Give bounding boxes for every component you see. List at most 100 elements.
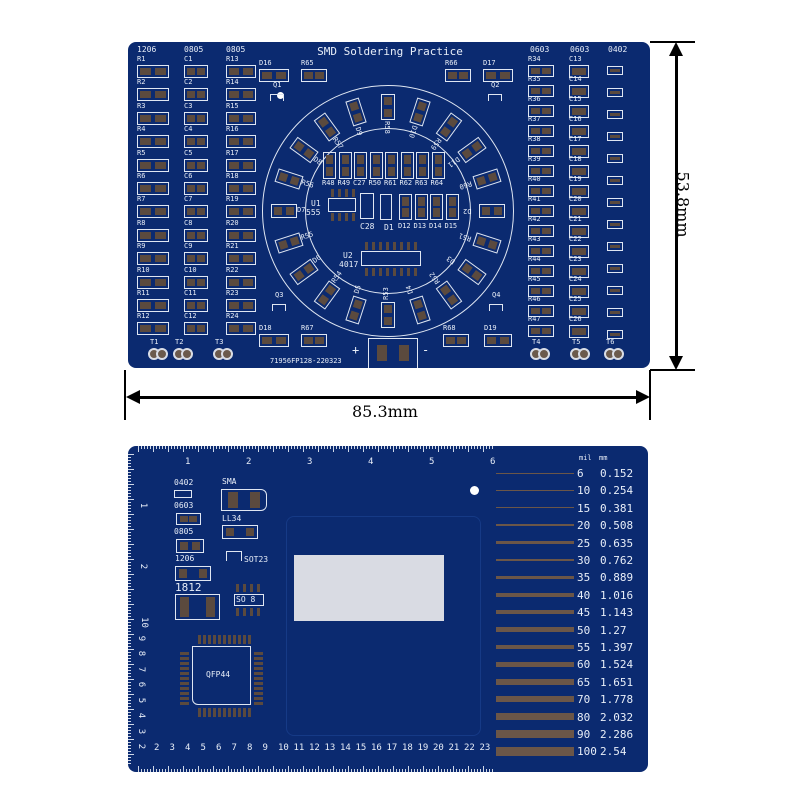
component-pad — [226, 65, 256, 78]
pad-copper — [304, 337, 313, 344]
row-mm: 1.143 — [600, 606, 634, 620]
pad-copper — [140, 161, 151, 169]
pad-copper — [461, 147, 473, 159]
component-pad — [569, 125, 589, 138]
ruler-tick — [369, 446, 370, 449]
arrow-left-icon — [126, 390, 140, 404]
pad-copper — [614, 201, 620, 204]
ruler-tick — [321, 446, 322, 449]
ruler-left-mm-label: 9 — [136, 635, 147, 641]
ruler-tick — [264, 446, 265, 449]
ruler-tick — [198, 446, 199, 452]
ruler-tick — [402, 769, 403, 772]
ruler-tick — [276, 446, 277, 449]
ruler-tick — [128, 742, 131, 743]
u2-lead — [365, 268, 368, 276]
qfp-lead — [254, 702, 263, 705]
ruler-tick — [438, 446, 439, 452]
ruler-tick — [128, 733, 131, 734]
ruler-tick — [267, 446, 268, 449]
component-pad — [184, 322, 208, 336]
ruler-tick — [219, 769, 220, 772]
ruler-tick — [128, 535, 131, 536]
pad-copper — [348, 101, 360, 112]
qfp-lead — [218, 635, 221, 644]
pad-copper — [542, 188, 551, 194]
component-label: C6 — [184, 172, 193, 180]
component-pad — [137, 299, 169, 312]
ruler-tick — [128, 532, 131, 533]
ruler-tick — [128, 553, 131, 554]
terminal-label: T1 — [150, 338, 159, 346]
inner-ring-outline — [305, 128, 471, 294]
u2-lead — [407, 268, 410, 276]
component-pad — [137, 111, 169, 125]
ruler-tick — [183, 766, 184, 772]
ruler-tick — [393, 446, 394, 452]
pad-copper — [579, 68, 586, 75]
ruler-tick — [381, 769, 382, 772]
ruler-tick — [128, 646, 131, 647]
row-mil: 10 — [577, 484, 591, 498]
r68-label: R68 — [443, 324, 456, 332]
battery-pads — [368, 338, 418, 368]
ruler-top-label: 3 — [307, 457, 313, 467]
component-label: R43 — [528, 235, 541, 243]
pad-copper — [187, 91, 195, 99]
ruler-tick — [128, 514, 134, 515]
height-label: 53.8mm — [673, 171, 693, 238]
c28-label: C28 — [360, 222, 375, 231]
ruler-tick — [128, 637, 131, 638]
pad-copper — [440, 284, 452, 296]
ruler-bottom-label: 13 — [324, 743, 336, 753]
ruler-tick — [354, 446, 355, 449]
component-label: R13 — [226, 55, 239, 63]
pad-0402 — [607, 220, 623, 229]
so8-outline — [234, 594, 264, 606]
ruler-tick — [249, 769, 250, 772]
q4-label: Q4 — [492, 291, 501, 299]
header-mm: mm — [599, 454, 608, 462]
ruler-tick — [219, 446, 220, 449]
component-pad — [528, 125, 554, 137]
component-pad — [137, 205, 169, 219]
pad-0402 — [607, 330, 623, 339]
ruler-tick — [435, 446, 436, 449]
pad-copper — [187, 302, 195, 309]
qfp-lead — [254, 672, 263, 675]
ruler-tick — [225, 446, 226, 449]
pad-copper — [500, 72, 510, 79]
ruler-tick — [128, 658, 131, 659]
pkg-1812: 1812 — [175, 581, 202, 594]
component-label: R35 — [528, 75, 541, 83]
component-pad — [528, 225, 554, 237]
ruler-tick — [128, 583, 131, 584]
pad-0402 — [607, 198, 623, 207]
ruler-tick — [128, 493, 131, 494]
component-label: C11 — [184, 289, 197, 297]
ruler-tick — [441, 769, 442, 772]
component-pad — [137, 135, 169, 149]
ruler-tick — [312, 769, 313, 772]
terminal-label: T5 — [572, 338, 581, 346]
ruler-tick — [246, 446, 247, 449]
u2-lead — [372, 242, 375, 250]
ruler-tick — [128, 523, 131, 524]
qfp-lead — [254, 652, 263, 655]
row-mil: 65 — [577, 675, 591, 689]
qfp-lead — [213, 708, 216, 717]
ruler-tick — [363, 446, 364, 452]
pad-copper — [531, 148, 540, 154]
ruler-tick — [318, 766, 319, 772]
ruler-tick — [231, 769, 232, 772]
pad-copper — [487, 337, 497, 344]
ruler-tick — [396, 769, 397, 772]
minus-sign: - — [422, 343, 430, 357]
so8-lead — [236, 584, 239, 592]
pad-copper — [579, 208, 586, 215]
ruler-tick — [291, 769, 292, 772]
u2-lead — [393, 268, 396, 276]
ruler-tick — [390, 446, 391, 449]
ruler-tick — [128, 472, 131, 473]
u2-lead — [414, 242, 417, 250]
